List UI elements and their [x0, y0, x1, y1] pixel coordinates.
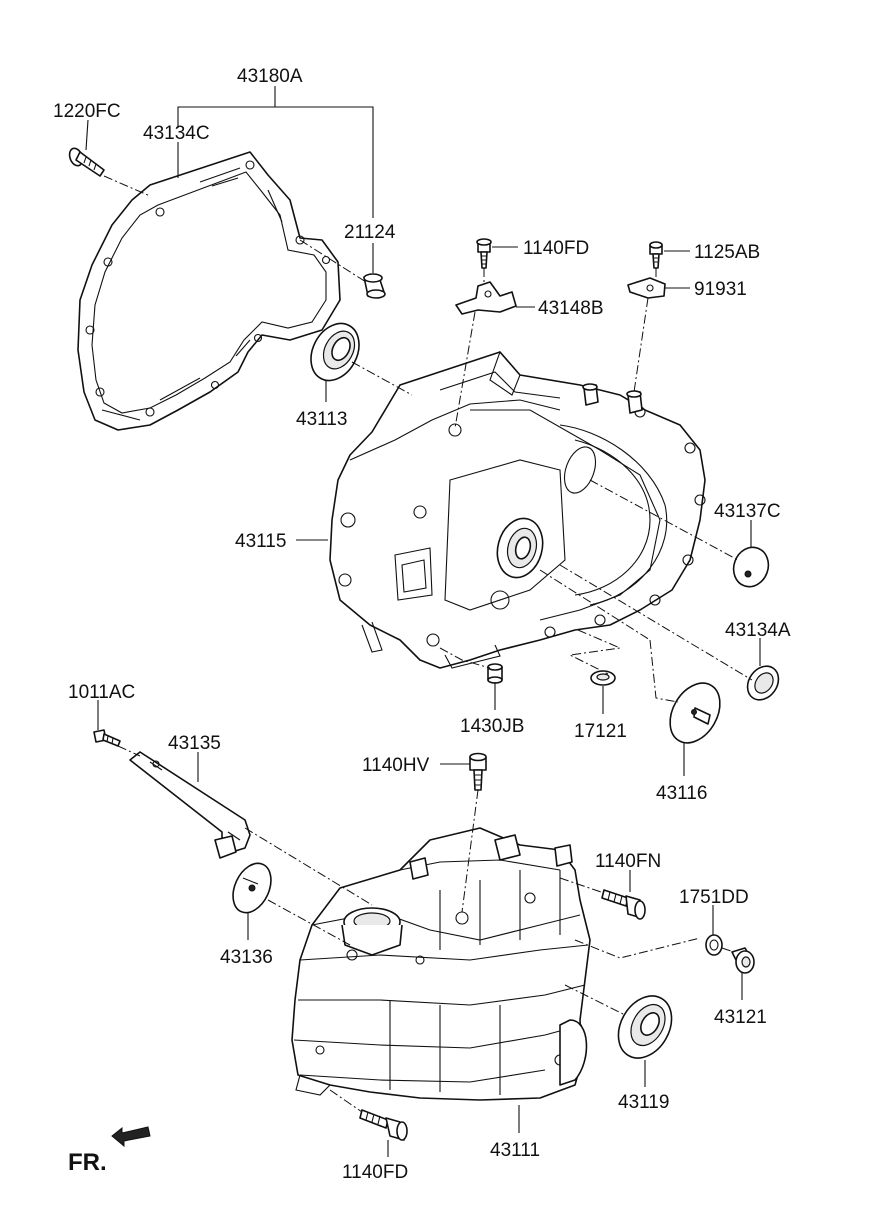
- label-1140fn[interactable]: 1140FN: [595, 851, 661, 872]
- bolt-1125ab[interactable]: [649, 241, 663, 269]
- label-43111[interactable]: 43111: [490, 1140, 540, 1161]
- label-43136[interactable]: 43136: [220, 947, 273, 968]
- label-1140hv[interactable]: 1140HV: [362, 755, 430, 776]
- bolt-1140fd-top[interactable]: [476, 238, 492, 269]
- label-21124[interactable]: 21124: [344, 222, 396, 243]
- bracket-43135[interactable]: [129, 751, 251, 859]
- dowel-pin-21124[interactable]: [363, 273, 386, 299]
- label-43115[interactable]: 43115: [235, 531, 286, 552]
- label-43180a[interactable]: 43180A: [237, 66, 303, 87]
- bolt-1140fd-bottom[interactable]: [359, 1109, 408, 1141]
- label-43135[interactable]: 43135: [168, 733, 221, 754]
- label-43119[interactable]: 43119: [618, 1092, 669, 1113]
- leader-lines: [85, 86, 761, 1157]
- bolt-1220fc[interactable]: [67, 146, 105, 177]
- drain-plug-43121[interactable]: [731, 947, 755, 974]
- front-direction-indicator: FR.: [68, 1126, 151, 1176]
- label-1011ac[interactable]: 1011AC: [68, 682, 135, 703]
- front-label: FR.: [68, 1149, 107, 1176]
- label-1430jb[interactable]: 1430JB: [460, 716, 524, 737]
- label-17121[interactable]: 17121: [574, 721, 627, 742]
- label-43121[interactable]: 43121: [714, 1007, 767, 1028]
- bracket-43148b[interactable]: [455, 281, 517, 315]
- washer-1751dd[interactable]: [705, 934, 723, 956]
- label-43137c[interactable]: 43137C: [714, 501, 781, 522]
- label-43134a[interactable]: 43134A: [725, 620, 791, 641]
- label-1751dd[interactable]: 1751DD: [679, 887, 749, 908]
- pin-1430jb[interactable]: [487, 663, 503, 684]
- bolt-1011ac[interactable]: [93, 729, 121, 747]
- label-1125ab[interactable]: 1125AB: [694, 242, 760, 263]
- oil-seal-43134a[interactable]: [741, 660, 785, 706]
- gasket-43134c[interactable]: [77, 151, 341, 431]
- clutch-housing-43115[interactable]: [329, 350, 706, 669]
- label-43113[interactable]: 43113: [296, 409, 347, 430]
- cap-43136[interactable]: [226, 857, 279, 918]
- label-1140fd-bottom[interactable]: 1140FD: [342, 1162, 408, 1183]
- assembly-dashed-lines: [103, 175, 753, 1113]
- front-arrow-icon: [111, 1126, 151, 1148]
- label-1140fd-top[interactable]: 1140FD: [523, 238, 589, 259]
- label-43148b[interactable]: 43148B: [538, 298, 604, 319]
- cap-43137c[interactable]: [728, 542, 774, 591]
- transaxle-case-43111[interactable]: [291, 827, 591, 1101]
- cover-plate-43116[interactable]: [660, 674, 730, 751]
- part-number-labels: 43180A 1220FC 43134C 21124 1140FD 1125AB…: [53, 66, 791, 1183]
- ring-17121[interactable]: [590, 670, 616, 686]
- bolt-1140hv[interactable]: [469, 752, 487, 791]
- label-43116[interactable]: 43116: [656, 783, 707, 804]
- label-43134c[interactable]: 43134C: [143, 123, 210, 144]
- label-1220fc[interactable]: 1220FC: [53, 101, 121, 122]
- label-91931[interactable]: 91931: [694, 279, 747, 300]
- clip-91931[interactable]: [627, 277, 666, 299]
- oil-seal-43119[interactable]: [608, 986, 683, 1067]
- bolt-1140fn[interactable]: [601, 889, 646, 920]
- oil-seal-43113[interactable]: [301, 315, 368, 389]
